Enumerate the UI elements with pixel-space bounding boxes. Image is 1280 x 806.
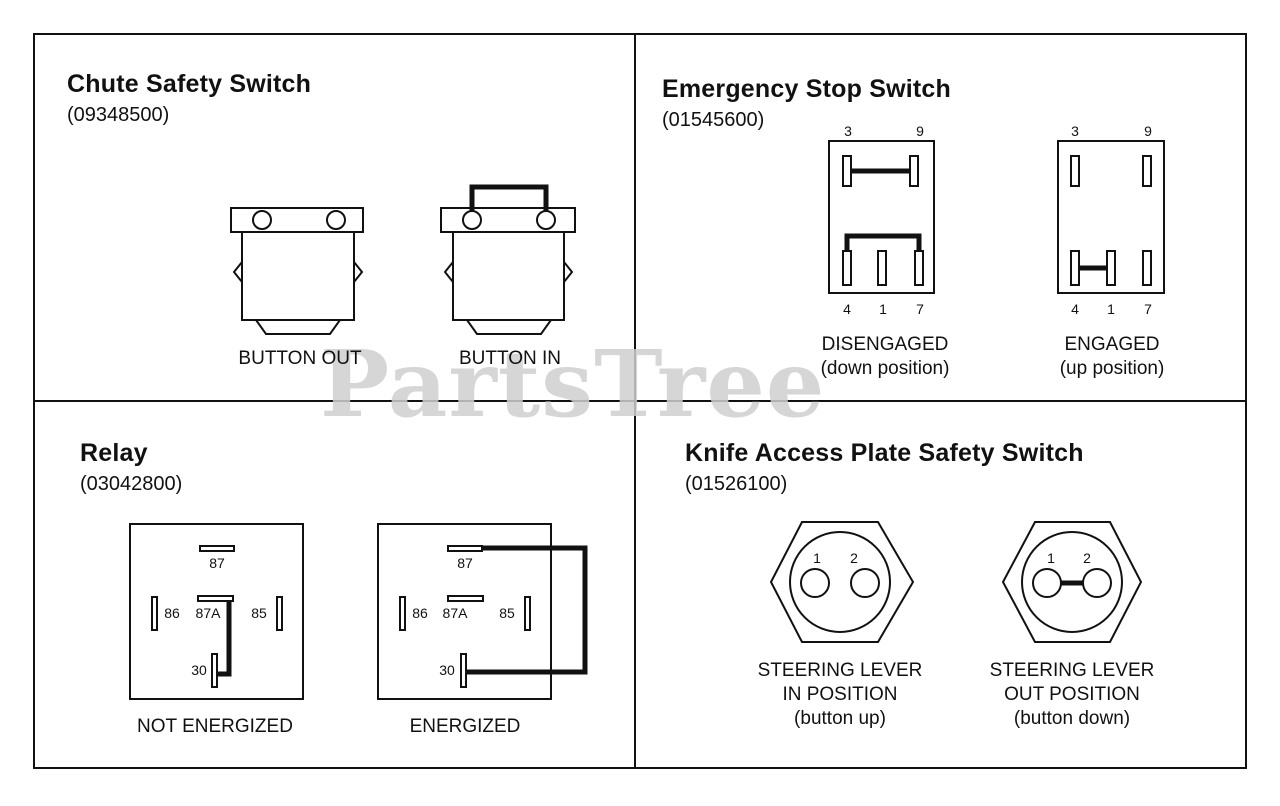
estop-switch-part-number: (01545600) — [662, 109, 765, 131]
knife-out-position-caption: STEERING LEVER OUT POSITION (button down… — [989, 660, 1155, 729]
knife-out-pin-label-1: 1 — [1047, 550, 1055, 566]
relay-energized-terminal-87: 87 — [457, 555, 473, 571]
relay-terminal-86: 86 — [164, 605, 180, 621]
knife-in-pin-label-2: 2 — [850, 550, 858, 566]
estop-engaged-pin-label-3: 3 — [1071, 123, 1079, 139]
estop-engaged-pin-label-7: 7 — [1144, 301, 1152, 317]
estop-engaged-diagram — [1057, 140, 1165, 294]
estop-switch-title: Emergency Stop Switch — [662, 75, 951, 103]
chute-switch-title: Chute Safety Switch — [67, 70, 312, 98]
relay-energized-terminal-87a: 87A — [442, 605, 468, 621]
estop-pin-label-3: 3 — [844, 123, 852, 139]
chute-switch-button-in — [440, 184, 576, 335]
estop-disengaged-diagram — [828, 140, 935, 294]
relay-not-energized-diagram — [129, 523, 304, 700]
relay-energized-diagram — [377, 523, 588, 700]
knife-switch-title: Knife Access Plate Safety Switch — [685, 439, 1084, 467]
estop-pin-label-1: 1 — [879, 301, 887, 317]
estop-engaged-caption: ENGAGED (up position) — [1059, 334, 1165, 379]
relay-title: Relay — [80, 439, 148, 467]
estop-pin-label-7: 7 — [916, 301, 924, 317]
relay-not-energized-caption: NOT ENERGIZED — [137, 716, 293, 737]
knife-switch-out-position-diagram — [1001, 521, 1143, 643]
relay-part-number: (03042800) — [80, 473, 183, 495]
relay-terminal-87a: 87A — [195, 605, 221, 621]
estop-engaged-pin-label-1: 1 — [1107, 301, 1115, 317]
relay-terminal-87: 87 — [209, 555, 225, 571]
chute-switch-part-number: (09348500) — [67, 104, 170, 126]
button-in-caption: BUTTON IN — [458, 348, 562, 369]
chute-switch-button-out — [230, 207, 364, 335]
relay-energized-terminal-86: 86 — [412, 605, 428, 621]
estop-engaged-pin-label-9: 9 — [1144, 123, 1152, 139]
relay-energized-caption: ENERGIZED — [409, 716, 521, 737]
estop-disengaged-caption: DISENGAGED (down position) — [820, 334, 950, 379]
estop-pin-label-4: 4 — [843, 301, 851, 317]
knife-in-position-caption: STEERING LEVER IN POSITION (button up) — [757, 660, 923, 729]
knife-switch-in-position-diagram — [769, 521, 915, 643]
relay-terminal-30: 30 — [191, 662, 207, 678]
relay-energized-terminal-85: 85 — [499, 605, 515, 621]
relay-terminal-85: 85 — [251, 605, 267, 621]
knife-out-pin-label-2: 2 — [1083, 550, 1091, 566]
estop-pin-label-9: 9 — [916, 123, 924, 139]
relay-energized-terminal-30: 30 — [439, 662, 455, 678]
knife-in-pin-label-1: 1 — [813, 550, 821, 566]
button-out-caption: BUTTON OUT — [238, 348, 362, 369]
estop-engaged-pin-label-4: 4 — [1071, 301, 1079, 317]
knife-switch-part-number: (01526100) — [685, 473, 788, 495]
